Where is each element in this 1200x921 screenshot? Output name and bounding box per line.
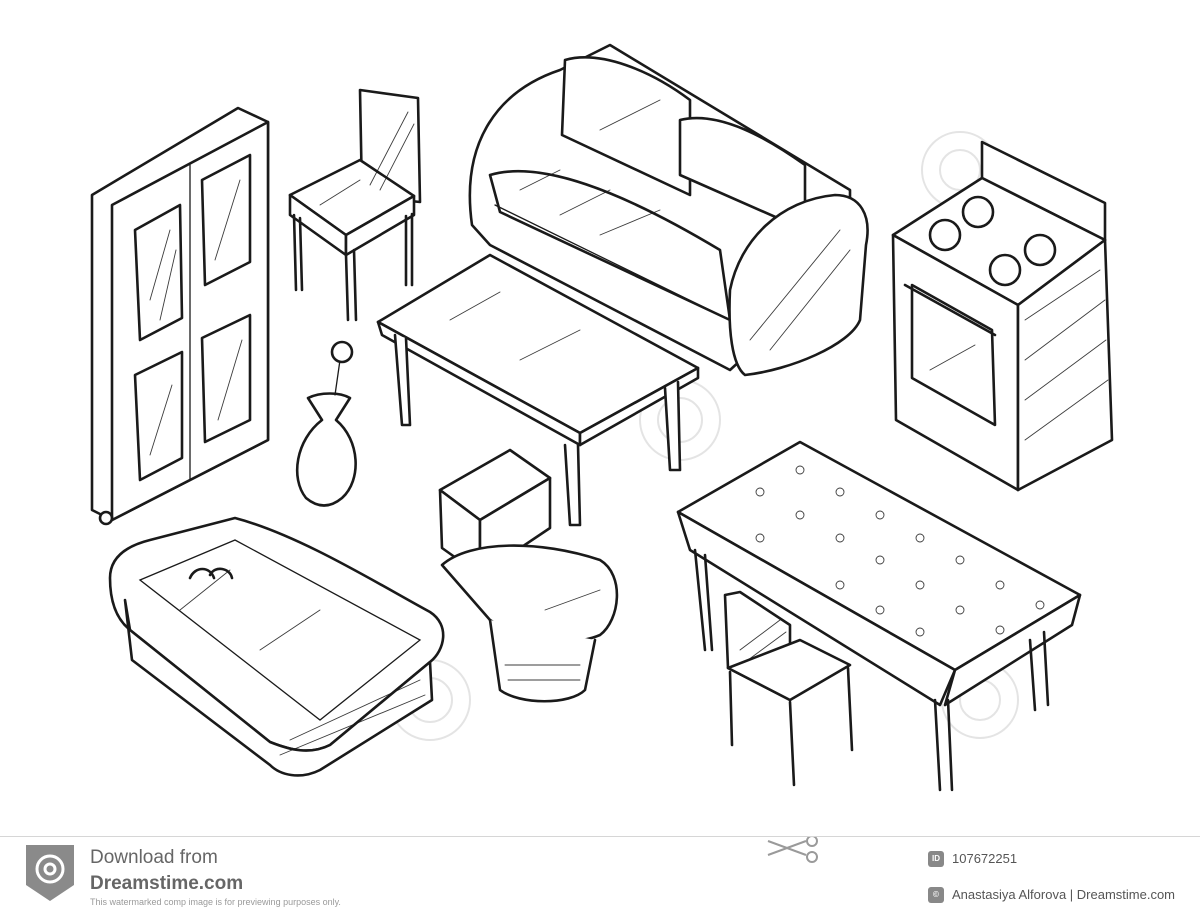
scissors-icon — [767, 837, 818, 863]
bathtub-icon — [110, 518, 443, 775]
author-credit: Anastasiya Alforova | Dreamstime.com — [952, 887, 1176, 902]
chair-icon — [290, 90, 420, 320]
dreamstime-logo-icon — [26, 845, 74, 901]
dining-table-icon — [678, 442, 1080, 790]
toilet-icon — [440, 450, 617, 701]
stove-icon — [893, 142, 1112, 490]
dreamstime-footer: Download from Dreamstime.com This waterm… — [0, 836, 1200, 921]
download-from-label: Download from — [90, 847, 218, 868]
image-id: 107672251 — [952, 851, 1018, 866]
furniture-illustration — [0, 0, 1200, 836]
coffee-table-icon — [378, 255, 698, 525]
vase-icon — [297, 342, 355, 506]
watermark-note: This watermarked comp image is for previ… — [90, 897, 341, 907]
site-name[interactable]: Dreamstime.com — [90, 873, 244, 894]
copyright-icon: © — [928, 887, 944, 903]
id-badge: ID — [928, 851, 944, 867]
sofa-icon — [470, 45, 868, 375]
wardrobe-icon — [92, 108, 268, 524]
dining-chair-icon — [725, 592, 852, 785]
